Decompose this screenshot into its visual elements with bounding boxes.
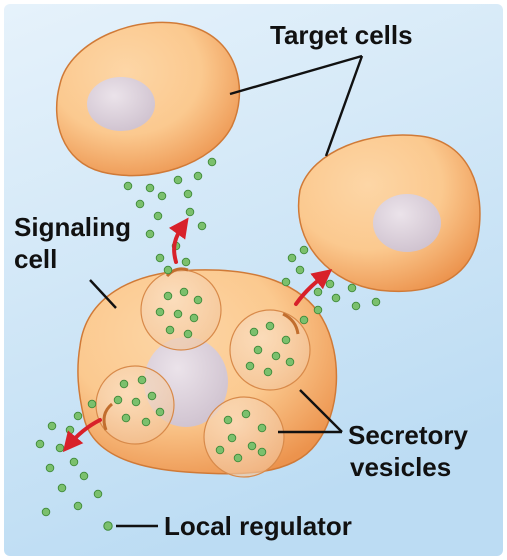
local-regulator-molecule (155, 307, 165, 317)
local-regulator-molecule (155, 253, 165, 263)
signaling-cell-leader (89, 279, 117, 309)
nucleus (87, 77, 155, 131)
target-cells-label: Target cells (270, 20, 413, 50)
local-regulator-molecule (295, 265, 305, 275)
local-regulator-molecule (249, 327, 259, 337)
local-regulator-molecule (145, 183, 155, 193)
target-cell-right (297, 134, 481, 293)
local-regulator-molecule (137, 375, 147, 385)
local-regulator-molecule (285, 357, 295, 367)
local-regulator-molecule (73, 501, 83, 511)
local-regulator-molecule (299, 315, 309, 325)
nucleus (373, 194, 441, 252)
local-regulator-molecule (185, 207, 195, 217)
signaling-cell-label-line2: cell (14, 244, 57, 274)
local-regulator-molecule (247, 441, 257, 451)
local-regulator-molecule (299, 245, 309, 255)
secretory-vesicles-leader-1 (299, 389, 343, 433)
local-regulator-molecules (35, 157, 381, 517)
local-regulator-molecule (183, 329, 193, 339)
local-regulator-molecule (313, 287, 323, 297)
local-regulator-molecule (331, 293, 341, 303)
local-regulator-molecule (157, 191, 167, 201)
legend-molecule-icon (103, 521, 113, 531)
local-regulator-label: Local regulator (164, 511, 352, 541)
local-regulator-molecule (57, 483, 67, 493)
local-regulator-molecule (65, 425, 75, 435)
local-regulator-molecule (135, 199, 145, 209)
local-regulator-molecule (265, 321, 275, 331)
local-regulator-molecule (113, 395, 123, 405)
local-regulator-molecule (41, 507, 51, 517)
signaling-cell-label-line1: Signaling (14, 212, 131, 242)
local-regulator-molecule (47, 421, 57, 431)
secretion-arrow-up (168, 217, 189, 264)
local-regulator-molecule (207, 157, 217, 167)
secretory-vesicles-label-line2: vesicles (350, 452, 451, 482)
local-regulator-molecule (351, 301, 361, 311)
secretory-vesicle-bottom (203, 396, 285, 478)
local-regulator-molecule (179, 287, 189, 297)
local-regulator-molecule (347, 283, 357, 293)
local-regulator-molecule (257, 423, 267, 433)
local-regulator-molecule (79, 471, 89, 481)
local-regulator-molecule (287, 253, 297, 263)
local-regulator-molecule (173, 175, 183, 185)
local-regulator-molecule (183, 189, 193, 199)
local-regulator-molecule (131, 397, 141, 407)
local-regulator-molecule (281, 277, 291, 287)
local-regulator-molecule (215, 445, 225, 455)
local-regulator-molecule (119, 379, 129, 389)
local-regulator-molecule (257, 447, 267, 457)
local-regulator-molecule (69, 457, 79, 467)
local-regulator-molecule (123, 181, 133, 191)
local-regulator-molecule (189, 313, 199, 323)
local-regulator-molecule (163, 291, 173, 301)
local-regulator-molecule (181, 257, 191, 267)
local-regulator-molecule (271, 351, 281, 361)
local-regulator-molecule (155, 407, 165, 417)
local-regulator-molecule (371, 297, 381, 307)
local-regulator-molecule (45, 463, 55, 473)
local-regulator-molecule (93, 489, 103, 499)
local-regulator-molecule (35, 439, 45, 449)
secretion-arrow-right (294, 269, 333, 306)
local-regulator-molecule (241, 409, 251, 419)
local-regulator-molecule (197, 221, 207, 231)
local-regulator-molecule (163, 265, 173, 275)
target-cell-top (55, 21, 241, 177)
local-regulator-molecule (153, 211, 163, 221)
local-regulator-molecule (173, 309, 183, 319)
local-regulator-molecule (253, 345, 263, 355)
local-regulator-molecule (165, 325, 175, 335)
local-regulator-molecule (233, 453, 243, 463)
secretory-vesicle-top (140, 267, 222, 351)
local-regulator-molecule (263, 367, 273, 377)
local-regulator-molecule (87, 399, 97, 409)
local-regulator-molecule (313, 305, 323, 315)
local-regulator-molecule (73, 411, 83, 421)
local-regulator-molecule (223, 415, 233, 425)
local-regulator-molecule (55, 443, 65, 453)
local-regulator-molecule (141, 417, 151, 427)
local-regulator-molecule (193, 295, 203, 305)
local-regulator-molecule (121, 413, 131, 423)
local-regulator-molecule (193, 171, 203, 181)
local-regulator-molecule (325, 279, 335, 289)
target-cells-leader-1 (229, 54, 363, 96)
local-regulator-molecule (227, 433, 237, 443)
local-regulator-molecule (281, 335, 291, 345)
local-regulator-molecule (245, 361, 255, 371)
secretion-arrow-left (62, 418, 102, 453)
target-cells-leader-2 (324, 55, 364, 157)
secretory-vesicles-label-line1: Secretory (348, 420, 468, 450)
local-regulator-molecule (145, 229, 155, 239)
local-regulator-molecule (147, 391, 157, 401)
